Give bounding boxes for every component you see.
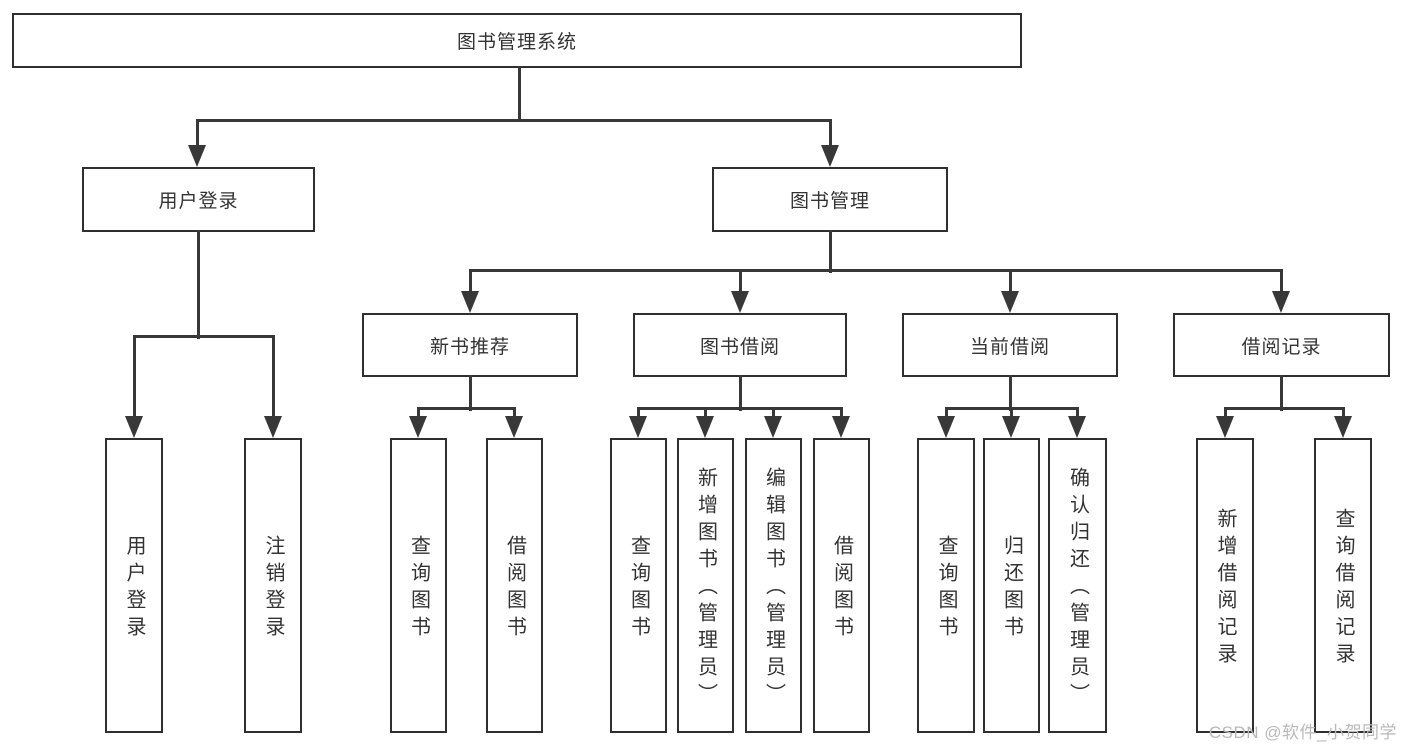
leaf-recommend-borrow-books: 借阅图书 <box>486 438 543 733</box>
connector-stem <box>196 230 200 339</box>
leaf-records-add-record: 新增借阅记录 <box>1196 438 1254 733</box>
node-book-borrow: 图书借阅 <box>633 313 847 377</box>
csdn-watermark: CSDN @软件_小贺同学 <box>1208 723 1397 742</box>
arrow-down-icon <box>764 416 782 438</box>
arrow-down-icon <box>1001 291 1019 313</box>
leaf-user-login: 用户登录 <box>105 438 163 733</box>
connector-bar <box>1223 406 1345 410</box>
connector-stem <box>468 375 472 411</box>
leaf-records-query-record: 查询借阅记录 <box>1314 438 1372 733</box>
arrow-down-icon <box>937 416 955 438</box>
connector-drop <box>738 270 742 303</box>
arrow-down-icon <box>505 416 523 438</box>
connector-bar <box>468 268 1283 272</box>
connector-drop <box>468 270 472 303</box>
leaf-current-query-books: 查询图书 <box>917 438 975 733</box>
arrow-down-icon <box>461 291 479 313</box>
arrow-down-icon <box>696 416 714 438</box>
arrow-down-icon <box>731 291 749 313</box>
connector-drop <box>1279 270 1283 303</box>
arrow-down-icon <box>1334 416 1352 438</box>
arrow-down-icon <box>1272 291 1290 313</box>
connector-drop <box>271 336 275 428</box>
connector-bar <box>416 406 516 410</box>
arrow-down-icon <box>832 416 850 438</box>
arrow-down-icon <box>409 416 427 438</box>
leaf-borrow-query-books: 查询图书 <box>610 438 667 733</box>
node-book-management: 图书管理 <box>712 167 948 232</box>
connector-bar <box>636 406 843 410</box>
leaf-logout: 注销登录 <box>244 438 302 733</box>
leaf-borrow-edit-books-admin: 编辑图书（管理员） <box>745 438 802 733</box>
leaf-borrow-add-books-admin: 新增图书（管理员） <box>677 438 734 733</box>
connector-bar <box>132 334 275 338</box>
leaf-borrow-borrow-books: 借阅图书 <box>813 438 870 733</box>
node-current-borrow: 当前借阅 <box>902 313 1118 377</box>
connector-stem <box>1279 375 1283 411</box>
connector-drop <box>1008 270 1012 303</box>
node-user-login: 用户登录 <box>82 167 315 232</box>
node-root: 图书管理系统 <box>12 13 1022 68</box>
node-borrow-records: 借阅记录 <box>1173 313 1390 377</box>
connector-drop <box>828 120 832 157</box>
arrow-down-icon <box>264 416 282 438</box>
connector-drop <box>195 120 199 157</box>
arrow-down-icon <box>125 416 143 438</box>
arrow-down-icon <box>629 416 647 438</box>
leaf-recommend-query-books: 查询图书 <box>390 438 447 733</box>
connector-stem <box>517 66 521 122</box>
node-new-book-recommend: 新书推荐 <box>362 313 578 377</box>
leaf-current-return-books: 归还图书 <box>983 438 1040 733</box>
connector-stem <box>738 375 742 411</box>
connector-stem <box>828 230 832 273</box>
arrow-down-icon <box>188 145 206 167</box>
arrow-down-icon <box>821 145 839 167</box>
connector-bar <box>195 118 832 122</box>
arrow-down-icon <box>1002 416 1020 438</box>
arrow-down-icon <box>1216 416 1234 438</box>
connector-stem <box>1008 375 1012 411</box>
leaf-current-confirm-return-admin: 确认归还（管理员） <box>1048 438 1107 733</box>
connector-drop <box>132 336 136 428</box>
arrow-down-icon <box>1068 416 1086 438</box>
